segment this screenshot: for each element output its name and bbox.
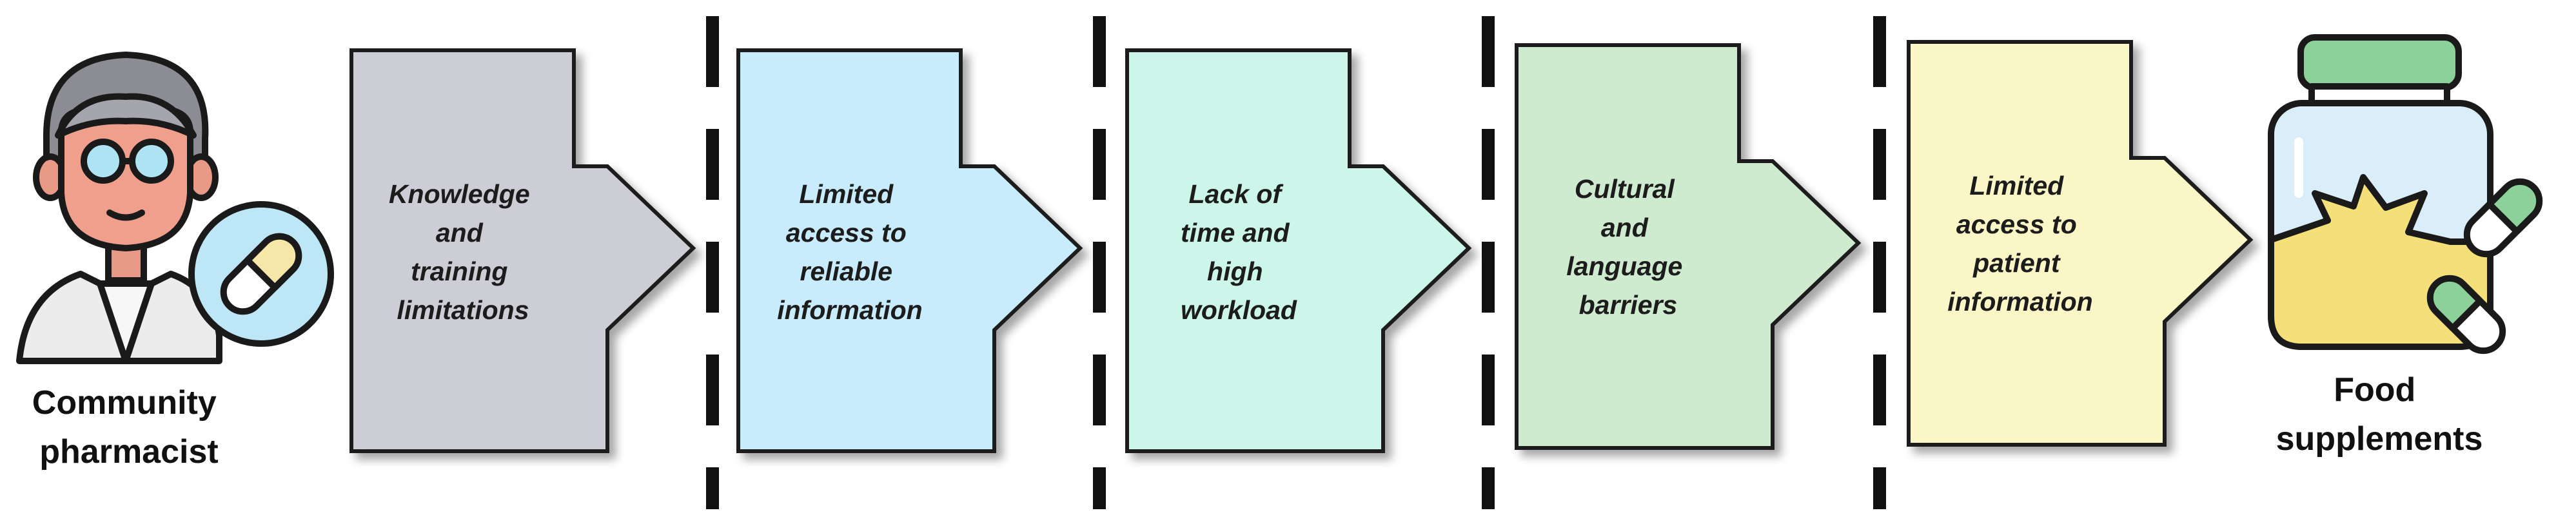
- supplements-label-line-2: supplements: [2276, 420, 2483, 458]
- step-5-text: Limited access to patient information: [1947, 171, 2092, 316]
- step-4-text: Cultural and language barriers: [1566, 174, 1689, 320]
- step-arrow-5: Limited access to patient information: [1907, 40, 2254, 447]
- step-3-line-3: high: [1207, 257, 1263, 286]
- step-5-line-4: information: [1947, 287, 2092, 316]
- step-3-text: Lack of time and high workload: [1181, 179, 1297, 325]
- supplements-label: Food supplements: [2276, 371, 2483, 458]
- step-4-line-4: barriers: [1579, 290, 1678, 320]
- step-1-line-2: and: [436, 218, 484, 248]
- pharmacist-avatar-icon: [16, 52, 222, 364]
- step-arrow-1: Knowledge and training limitations: [349, 48, 696, 453]
- step-arrow-4-shape: [1515, 43, 1862, 450]
- step-1-line-1: Knowledge: [389, 179, 530, 209]
- step-1-line-3: training: [411, 257, 507, 286]
- step-1-line-4: limitations: [397, 295, 529, 325]
- step-arrow-4: Cultural and language barriers: [1515, 43, 1862, 450]
- step-arrow-1-shape: [349, 48, 696, 453]
- step-2-line-2: access to: [786, 218, 907, 248]
- pharmacist-label-line-2: pharmacist: [39, 433, 218, 471]
- step-5-line-3: patient: [1972, 248, 2061, 278]
- pill-icon-lower: [2426, 275, 2506, 355]
- step-arrow-3: Lack of time and high workload: [1125, 48, 1472, 453]
- step-4-line-1: Cultural: [1575, 174, 1676, 204]
- pharmacist-label: Community pharmacist: [32, 384, 226, 471]
- step-2-line-1: Limited: [799, 179, 894, 209]
- step-arrow-2: Limited access to reliable information: [736, 48, 1083, 453]
- step-3-line-2: time and: [1181, 218, 1290, 248]
- step-2-line-3: reliable: [800, 257, 893, 286]
- step-arrow-2-shape: [736, 48, 1083, 453]
- pharmacist-label-line-1: Community: [32, 384, 217, 422]
- step-4-line-3: language: [1566, 251, 1682, 281]
- step-2-line-4: information: [777, 295, 922, 325]
- step-5-line-1: Limited: [1969, 171, 2064, 200]
- step-2-text: Limited access to reliable information: [777, 179, 922, 325]
- pill-icon-upper: [2463, 178, 2543, 258]
- step-arrow-5-shape: [1907, 40, 2254, 447]
- step-5-line-2: access to: [1956, 209, 2077, 239]
- step-arrow-3-shape: [1125, 48, 1472, 453]
- capsule-icon: [188, 201, 334, 347]
- barrier-lines: [706, 16, 1886, 509]
- step-3-line-4: workload: [1181, 295, 1297, 325]
- step-1-text: Knowledge and training limitations: [389, 179, 537, 325]
- step-4-line-2: and: [1601, 213, 1649, 242]
- supplements-label-line-1: Food: [2334, 371, 2415, 409]
- step-3-line-1: Lack of: [1189, 179, 1284, 209]
